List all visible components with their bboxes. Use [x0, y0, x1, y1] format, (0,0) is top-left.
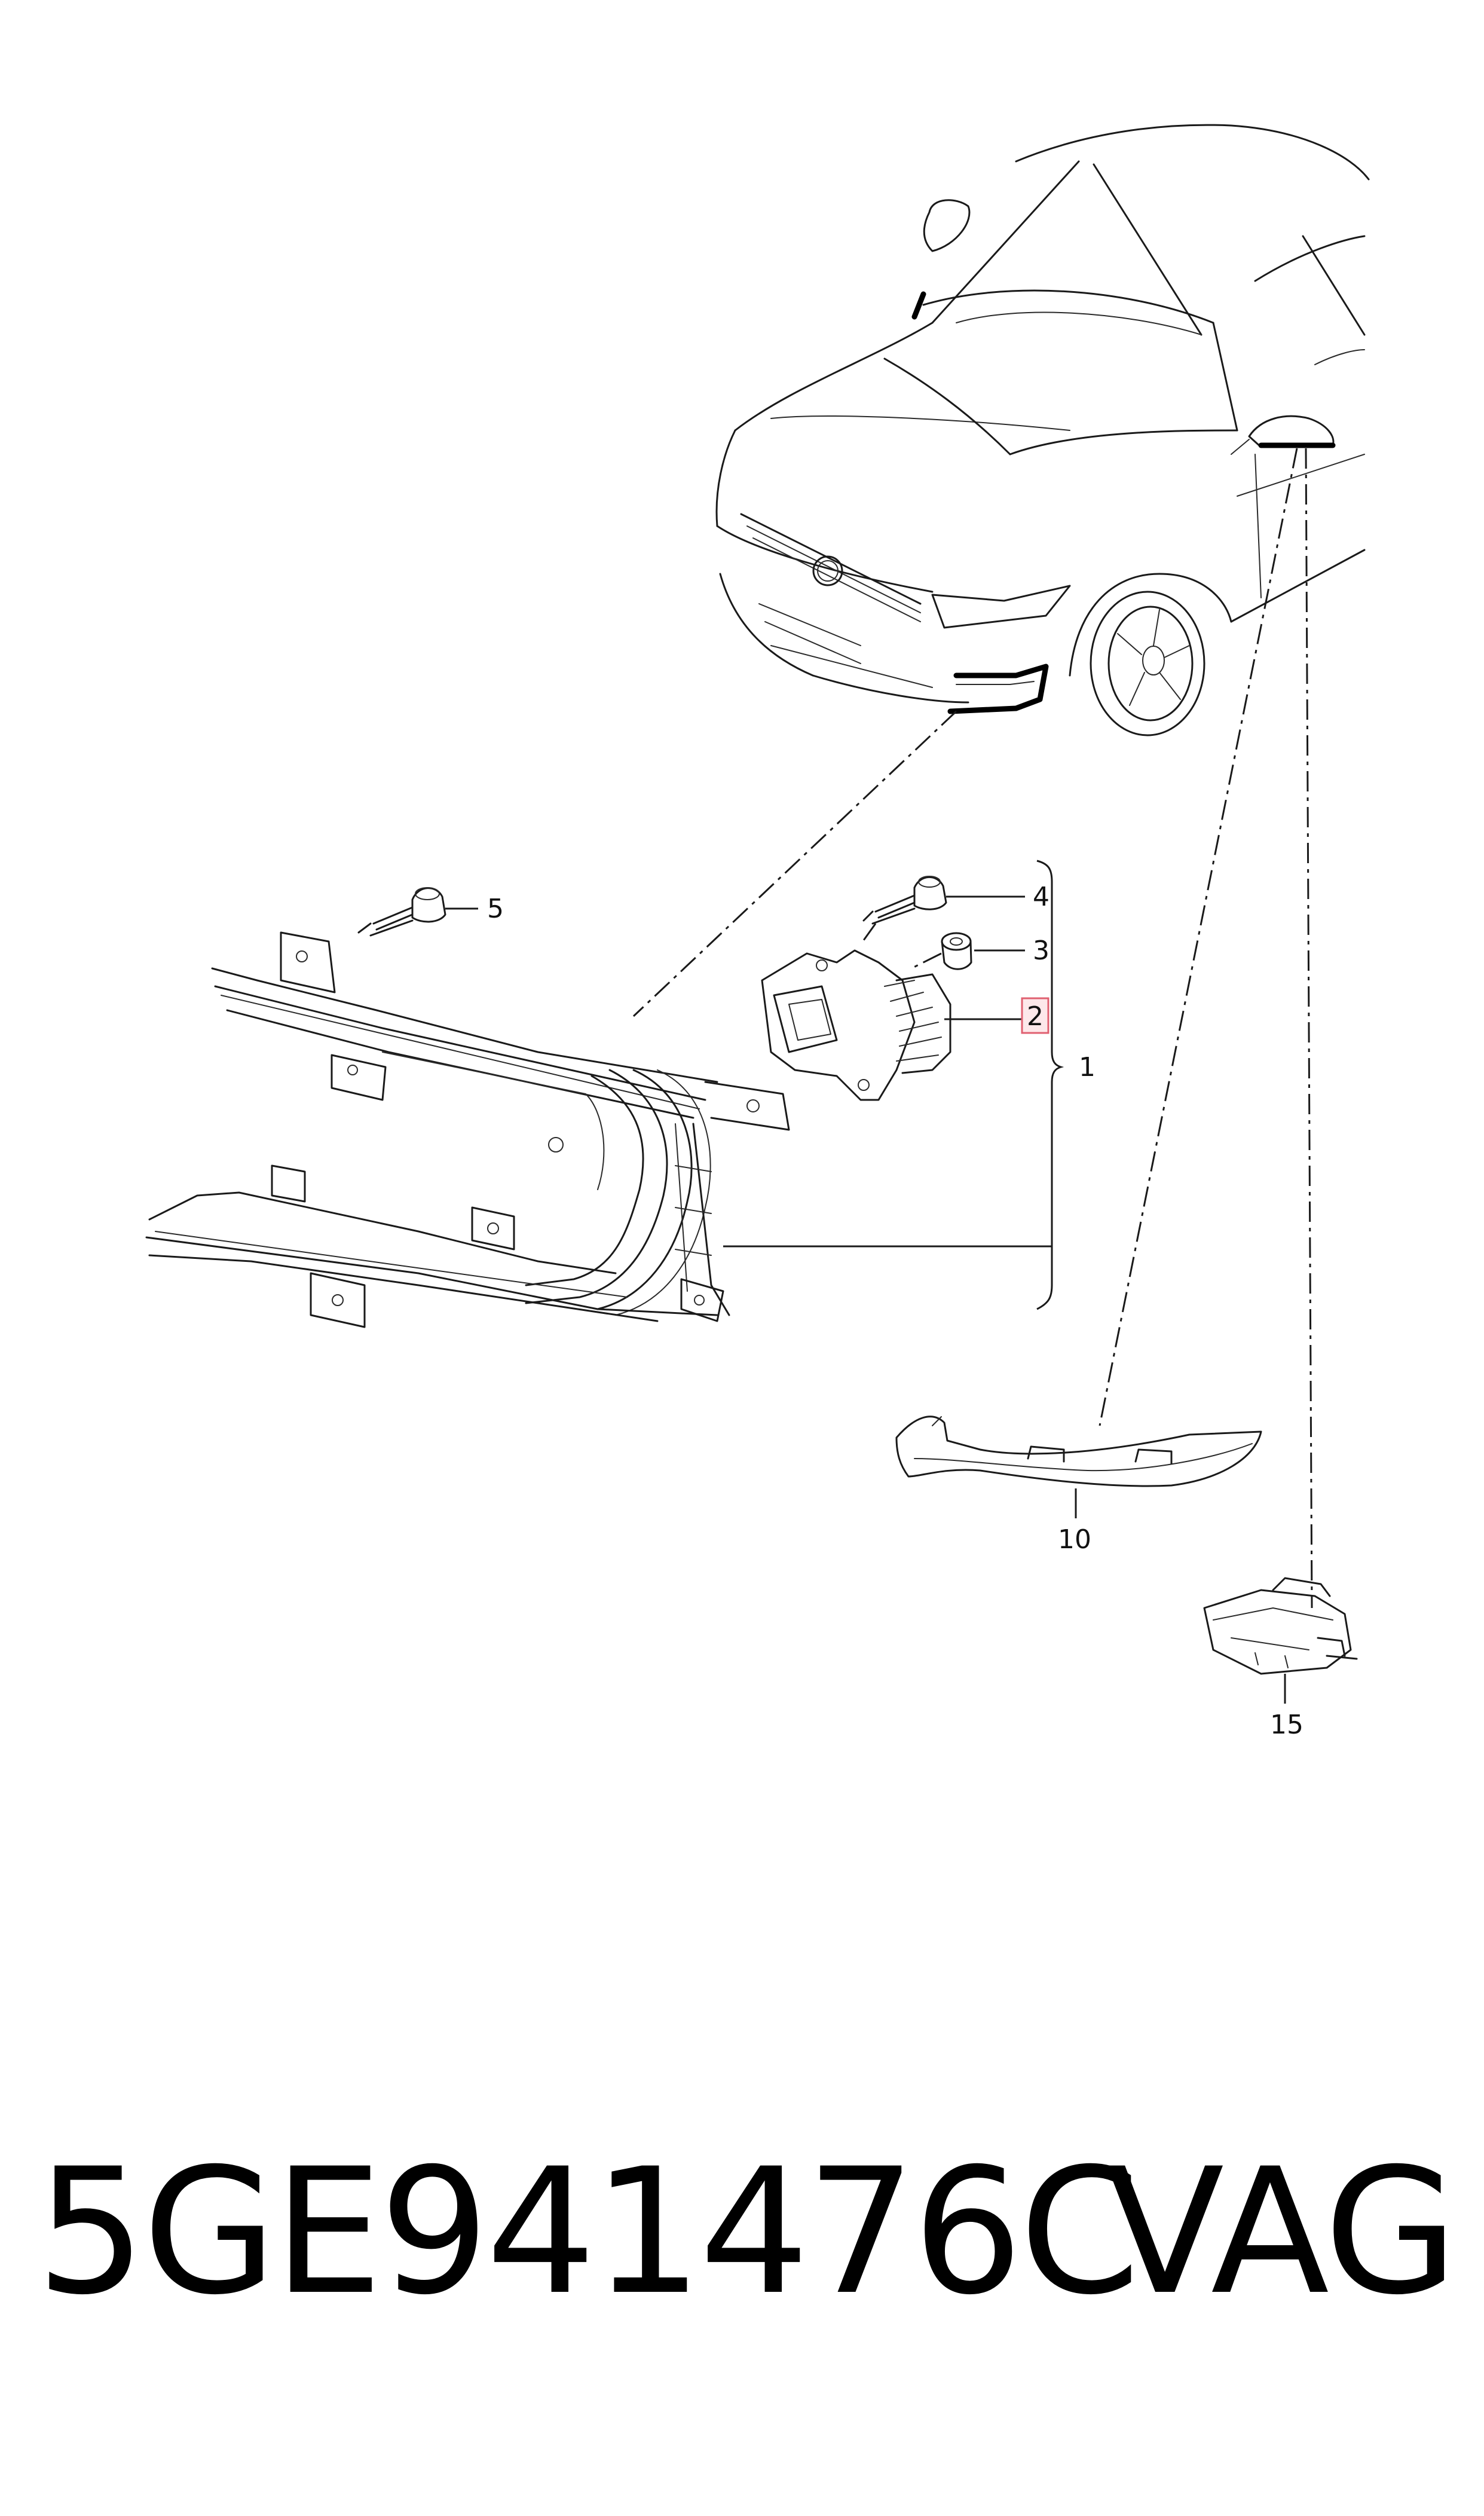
leader-grommet-to-module [911, 952, 942, 970]
leader-fog-light-to-bezel [632, 710, 957, 1017]
trim-strip-10-drawing [895, 1416, 1262, 1487]
car-illustration [715, 124, 1370, 736]
callout-15[interactable]: 15 [1270, 1710, 1304, 1740]
leader-mirror-to-strip [1099, 448, 1298, 1426]
callout-4[interactable]: 4 [1033, 882, 1049, 912]
brand-label: VAG [1106, 2132, 1458, 2333]
leader-screw-to-module [859, 923, 877, 945]
callout-2[interactable]: 2 [1027, 1001, 1044, 1032]
group-bracket-1 [1036, 860, 1064, 1310]
grommet-3-drawing [941, 932, 972, 970]
connector-15-drawing [1203, 1577, 1358, 1675]
screw-5-drawing [357, 887, 446, 937]
wiper-marker [911, 291, 926, 320]
screw-4-drawing [862, 876, 947, 925]
callout-2-highlight [1021, 997, 1049, 1034]
callout-5[interactable]: 5 [487, 894, 504, 924]
callout-3[interactable]: 3 [1033, 936, 1049, 966]
part-number: 5GE941476C [36, 2132, 1140, 2333]
fog-light-bezel [145, 931, 790, 1328]
callout-10[interactable]: 10 [1058, 1524, 1091, 1555]
callout-1[interactable]: 1 [1079, 1052, 1096, 1083]
fog-light-module [761, 949, 951, 1101]
leader-mirror-to-connector [1305, 448, 1313, 1609]
exploded-view-drawing: 5 4 3 2 1 10 [145, 124, 1370, 1740]
